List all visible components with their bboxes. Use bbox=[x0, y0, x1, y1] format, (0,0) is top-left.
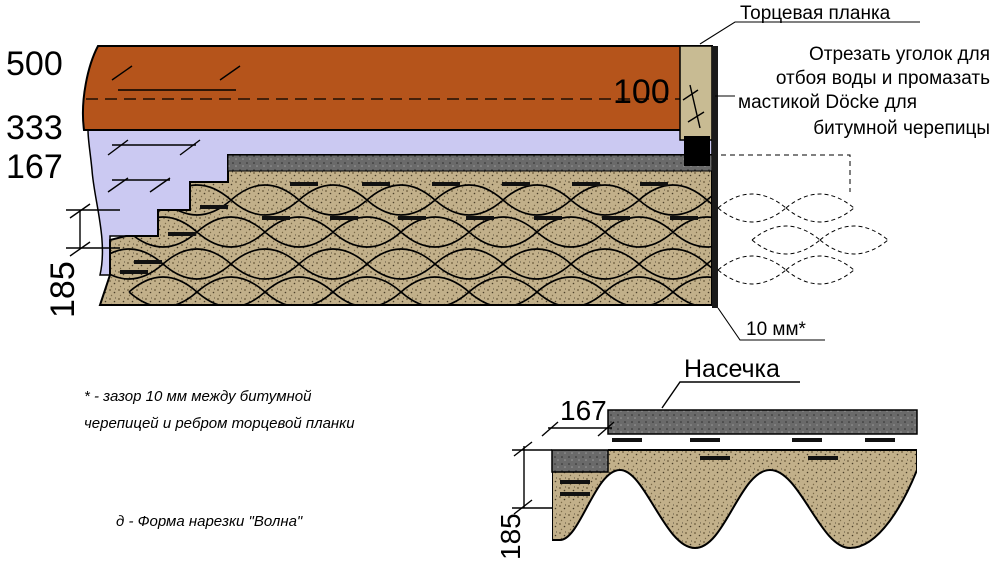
label-cut-corner-1: Отрезать уголок для bbox=[809, 44, 990, 65]
glue-strip bbox=[262, 216, 290, 220]
outside-dashed-outline bbox=[712, 154, 851, 192]
label-cut-corner-3: мастикой Döcke для bbox=[738, 92, 917, 113]
detail-glue-strip bbox=[612, 438, 642, 442]
glue-strips bbox=[120, 182, 698, 274]
glue-strip bbox=[200, 205, 228, 209]
detail-top-strip bbox=[607, 409, 918, 435]
detail-glue-strip bbox=[560, 492, 590, 496]
glue-strip bbox=[432, 182, 460, 186]
dim-185: 185 bbox=[44, 261, 82, 318]
detail-dim-185: 185 bbox=[495, 513, 526, 560]
label-gap: 10 мм* bbox=[746, 319, 807, 340]
detail-dim-167: 167 bbox=[560, 395, 607, 426]
glue-strip bbox=[290, 182, 318, 186]
glue-strip bbox=[134, 260, 162, 264]
glue-strip bbox=[502, 182, 530, 186]
end-plank-edge bbox=[712, 46, 718, 308]
detail-dimension-lines bbox=[512, 381, 800, 515]
glue-strip bbox=[330, 216, 358, 220]
dim-333: 333 bbox=[6, 109, 63, 147]
footnote-line-1: * - зазор 10 мм между битумной bbox=[84, 388, 312, 405]
glue-strip bbox=[398, 216, 426, 220]
detail-shingle bbox=[552, 449, 917, 550]
detail-glue-strip bbox=[865, 438, 895, 442]
label-cut-corner-2: отбоя воды и промазать bbox=[776, 68, 990, 89]
dim-100: 100 bbox=[613, 73, 670, 111]
glue-strip bbox=[168, 232, 196, 236]
detail-glue-strips bbox=[560, 438, 895, 496]
glue-strip bbox=[466, 216, 494, 220]
glue-strip bbox=[120, 270, 148, 274]
glue-strip bbox=[640, 182, 668, 186]
leader-lines bbox=[699, 21, 920, 341]
mastic-cut-corner bbox=[684, 136, 710, 166]
glue-strip bbox=[602, 216, 630, 220]
glue-strip bbox=[362, 182, 390, 186]
glue-strip bbox=[670, 216, 698, 220]
end-plank bbox=[679, 45, 713, 141]
cut-wave-continuation bbox=[717, 193, 889, 285]
shingle-top-strip bbox=[227, 154, 713, 172]
detail-glue-strip bbox=[792, 438, 822, 442]
dimension-lines bbox=[66, 65, 705, 257]
detail-glue-strip bbox=[690, 438, 720, 442]
glue-strip bbox=[572, 182, 600, 186]
detail-glue-strip bbox=[560, 480, 590, 484]
detail-glue-strip bbox=[808, 456, 838, 460]
label-end-plank: Торцевая планка bbox=[740, 3, 891, 24]
dim-500: 500 bbox=[6, 45, 63, 83]
detail-left-strip bbox=[551, 449, 609, 473]
label-cut-corner-4: битумной черепицы bbox=[813, 118, 990, 139]
dim-167: 167 bbox=[6, 148, 63, 186]
wooden-board bbox=[81, 45, 713, 131]
figure-caption: д - Форма нарезки "Волна" bbox=[116, 513, 303, 530]
glue-strip bbox=[534, 216, 562, 220]
footnote-line-2: черепицей и ребром торцевой планки bbox=[84, 415, 355, 432]
label-notch: Насечка bbox=[684, 355, 780, 383]
detail-glue-strip bbox=[700, 456, 730, 460]
